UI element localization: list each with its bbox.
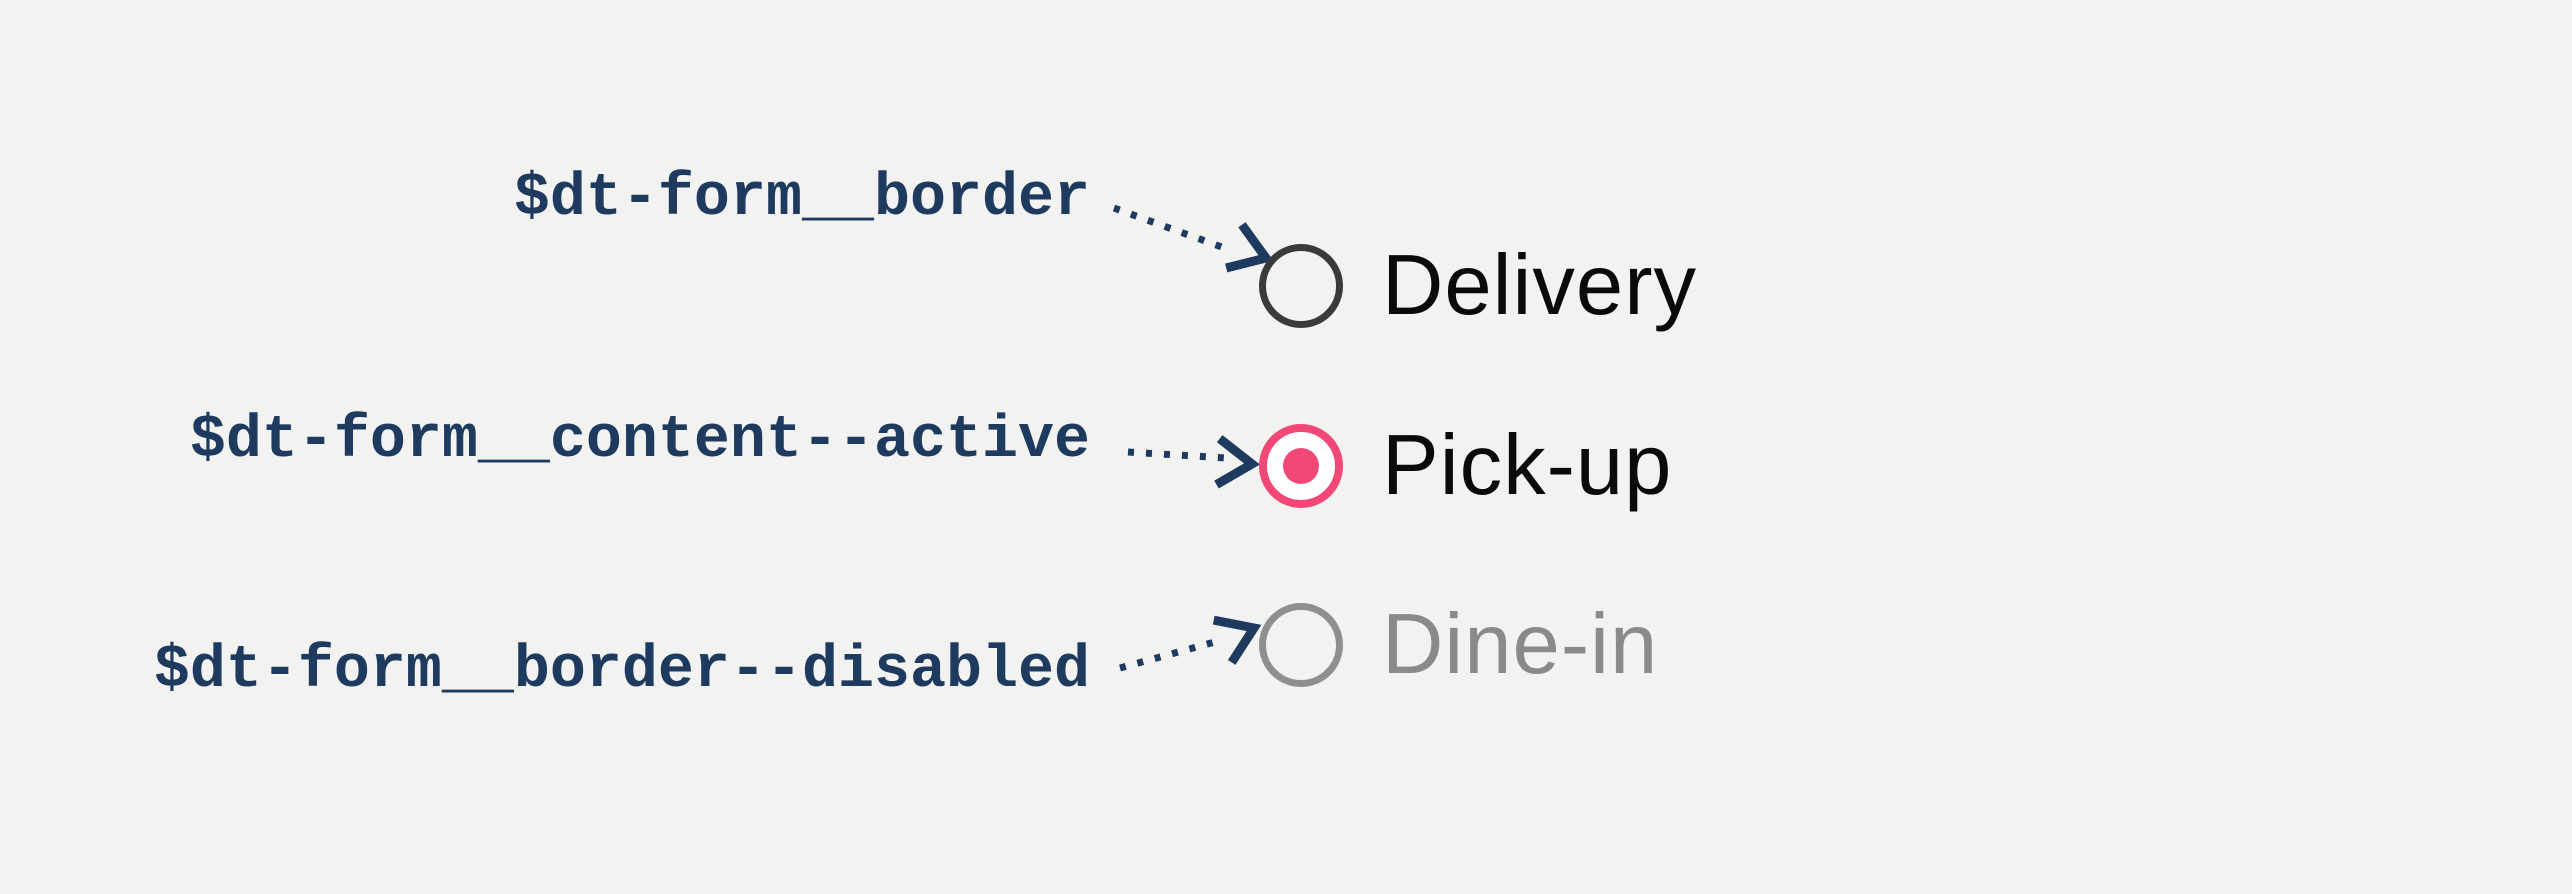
radio-label-dinein: Dine-in — [1382, 597, 1659, 692]
radio-selected-dot — [1283, 448, 1319, 484]
token-label-content-active: $dt-form__content--active — [189, 407, 1090, 475]
token-label-border-disabled: $dt-form__border--disabled — [153, 637, 1090, 705]
annotation-arrow-border-disabled — [1119, 615, 1262, 672]
radio-label-delivery[interactable]: Delivery — [1382, 238, 1698, 333]
radio-button-delivery[interactable] — [1259, 244, 1343, 328]
token-label-border: $dt-form__border — [513, 165, 1090, 233]
radio-button-pickup-selected[interactable] — [1259, 424, 1343, 508]
annotation-arrow-border — [1112, 204, 1274, 273]
radio-button-dinein-disabled — [1259, 603, 1343, 687]
radio-label-pickup[interactable]: Pick-up — [1382, 418, 1673, 513]
annotation-arrow-content-active — [1127, 435, 1261, 489]
